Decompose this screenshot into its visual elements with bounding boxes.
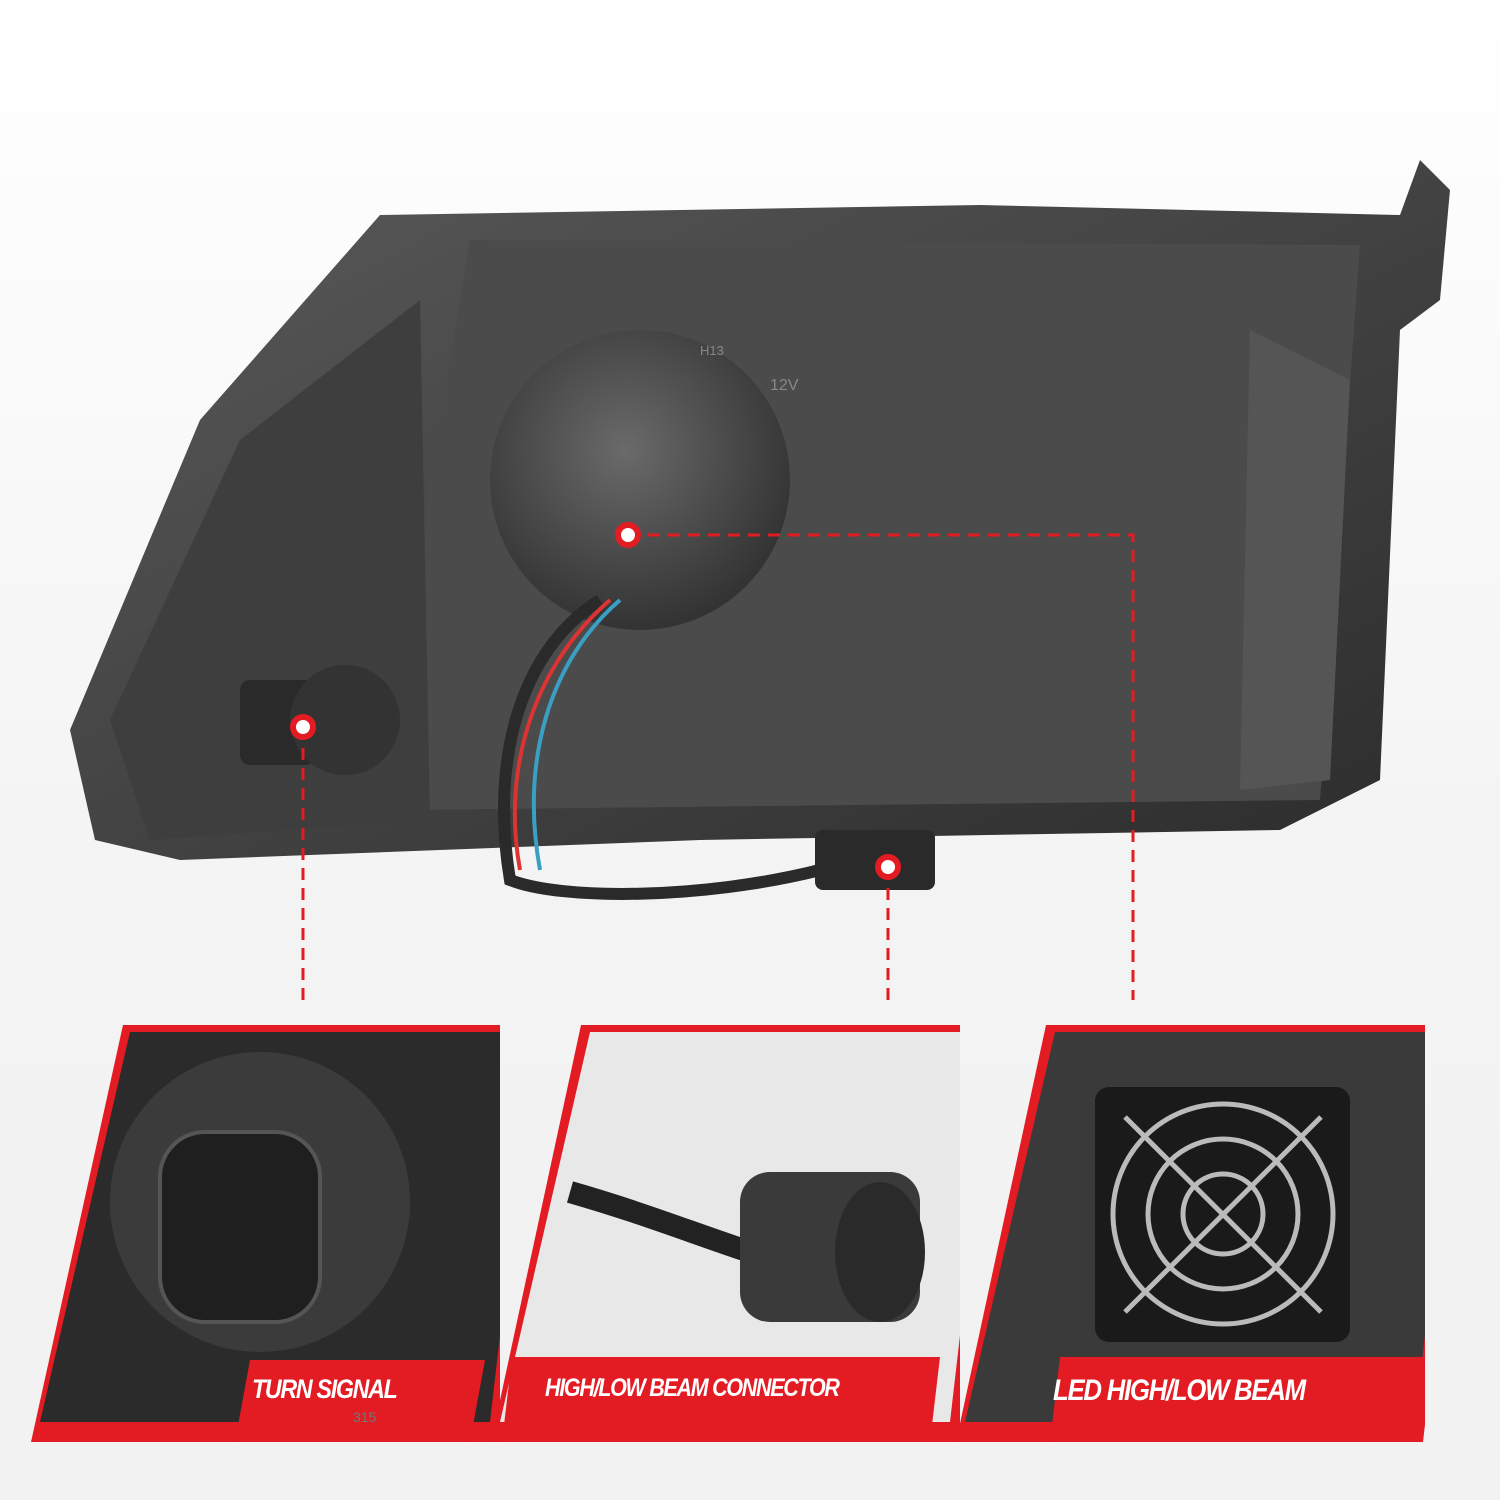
bulb-marking: H13 xyxy=(700,343,724,358)
beam-connector xyxy=(815,830,935,890)
headlight-rear-view: H13 12V xyxy=(70,160,1450,1000)
led-beam-label: LED HIGH/LOW BEAM xyxy=(1053,1374,1306,1407)
led-beam-line xyxy=(628,533,1135,1000)
callout-dots xyxy=(290,522,901,880)
three-pin-plug xyxy=(158,1130,322,1324)
led-beam-panel: LED HIGH/LOW BEAM xyxy=(955,1022,1425,1444)
turn-signal-panel: 315 TURN SIGNAL xyxy=(30,1022,500,1444)
bulb-cap xyxy=(490,330,790,630)
svg-text:315: 315 xyxy=(353,1409,377,1425)
led-beam-dot xyxy=(615,522,641,548)
voltage-marking: 12V xyxy=(770,377,799,394)
callout-lines xyxy=(301,533,1135,1000)
connector-dot xyxy=(875,854,901,880)
high-low-beam-connector-label: HIGH/LOW BEAM CONNECTOR xyxy=(545,1374,840,1402)
high-low-beam-connector-panel: HIGH/LOW BEAM CONNECTOR xyxy=(490,1022,960,1444)
turn-signal-dot xyxy=(290,714,316,740)
wire-harness xyxy=(498,594,822,900)
turn-signal-label: TURN SIGNAL xyxy=(252,1374,398,1404)
